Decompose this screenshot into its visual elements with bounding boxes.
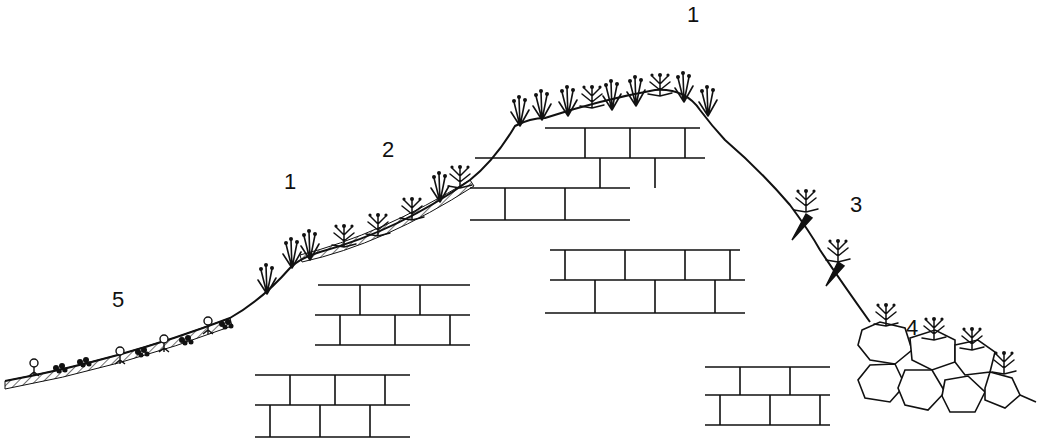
soil-layer — [5, 318, 232, 389]
callout-number: 4 — [906, 317, 918, 339]
root-wedges — [792, 214, 844, 286]
callout-number: 2 — [382, 139, 394, 161]
callout-number: 1 — [284, 171, 296, 193]
callout-number: 3 — [850, 194, 862, 216]
limestone-bedrock — [255, 128, 830, 437]
vegetation — [29, 71, 1016, 376]
callout-number: 1 — [687, 4, 699, 26]
boulders — [858, 322, 1036, 412]
callout-number: 5 — [112, 289, 124, 311]
hill-outline — [5, 90, 870, 381]
